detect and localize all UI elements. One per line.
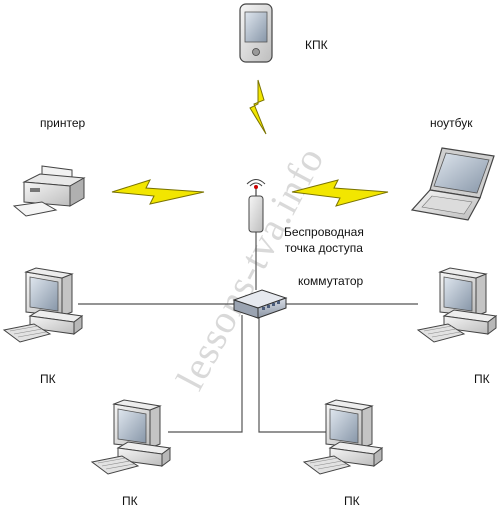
printer-label: принтер xyxy=(40,116,86,130)
wireless-link-laptop-icon xyxy=(291,179,389,207)
wireless-access-point-icon xyxy=(246,179,266,233)
pc-bottom-left-icon xyxy=(91,399,171,475)
access-point-label-line2: точка доступа xyxy=(284,241,363,255)
pc-left-icon xyxy=(3,267,83,343)
cable-pc-bottom-left xyxy=(168,315,243,433)
laptop-label: ноутбук xyxy=(430,116,473,130)
pc-bottom-left-label: ПК xyxy=(122,494,138,508)
network-cables xyxy=(78,232,418,433)
wireless-link-printer-icon xyxy=(111,179,205,205)
cable-pc-bottom-right xyxy=(258,315,334,433)
network-switch-icon xyxy=(232,289,288,319)
pc-right-label: ПК xyxy=(474,372,490,386)
pc-bottom-right-icon xyxy=(303,399,383,475)
printer-icon xyxy=(12,165,86,217)
wireless-link-pda-icon xyxy=(249,79,267,135)
laptop-icon xyxy=(410,147,495,221)
pda-label: КПК xyxy=(305,38,328,52)
switch-label: коммутатор xyxy=(298,274,364,288)
pc-right-icon xyxy=(417,267,497,343)
pda-icon xyxy=(239,3,273,63)
access-point-label: Беспроводная точка доступа xyxy=(284,224,364,256)
pc-left-label: ПК xyxy=(40,372,56,386)
pc-bottom-right-label: ПК xyxy=(344,494,360,508)
access-point-label-line1: Беспроводная xyxy=(284,225,364,239)
